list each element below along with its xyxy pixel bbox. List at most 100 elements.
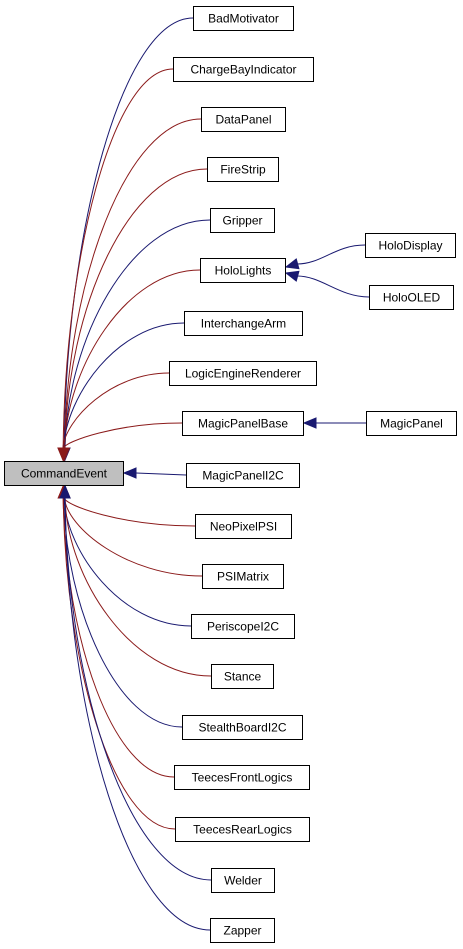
class-node-magic-panel[interactable]: MagicPanel — [366, 411, 457, 436]
edge-zapper-to-command-event — [59, 484, 211, 931]
edge-holo-display-to-holo-lights — [284, 244, 366, 270]
class-box — [207, 157, 279, 182]
class-label: Gripper — [222, 214, 262, 228]
edge-neo-pixel-psi-to-command-event — [58, 484, 196, 527]
arrowhead-icon — [284, 258, 300, 270]
edge-line — [63, 322, 185, 449]
edge-line — [63, 422, 183, 449]
class-node-holo-display[interactable]: HoloDisplay — [365, 233, 456, 258]
class-node-stealth-board-i2-c[interactable]: StealthBoardI2C — [182, 715, 303, 740]
class-node-psi-matrix[interactable]: PSIMatrix — [202, 564, 284, 589]
class-label: Stance — [224, 670, 262, 684]
class-label: HoloLights — [215, 264, 272, 278]
class-box — [210, 208, 275, 233]
class-label: ChargeBayIndicator — [190, 63, 296, 77]
edge-bad-motivator-to-command-event — [58, 17, 194, 462]
class-box — [211, 868, 275, 893]
edge-line — [62, 497, 176, 830]
class-node-holo-lights[interactable]: HoloLights — [200, 258, 286, 283]
edge-charge-bay-indicator-to-command-event — [57, 68, 174, 462]
edge-data-panel-to-command-event — [58, 118, 202, 462]
class-box — [182, 715, 303, 740]
class-node-gripper[interactable]: Gripper — [210, 208, 275, 233]
edge-line — [63, 497, 192, 627]
class-box — [210, 918, 275, 943]
class-label: TeecesRearLogics — [193, 823, 292, 837]
class-node-interchange-arm[interactable]: InterchangeArm — [184, 311, 303, 336]
arrowhead-icon — [122, 467, 137, 479]
class-label: HoloDisplay — [378, 239, 442, 253]
class-box — [366, 411, 457, 436]
class-label: DataPanel — [215, 113, 271, 127]
class-label: StealthBoardI2C — [198, 721, 286, 735]
class-node-magic-panel-i2-c[interactable]: MagicPanelI2C — [186, 463, 300, 488]
class-box — [191, 614, 295, 639]
edge-line — [64, 497, 211, 931]
class-node-periscope-i2-c[interactable]: PeriscopeI2C — [191, 614, 295, 639]
class-node-neo-pixel-psi[interactable]: NeoPixelPSI — [195, 514, 292, 539]
class-label: MagicPanelBase — [198, 417, 288, 431]
arrowhead-icon — [57, 447, 70, 462]
edge-magic-panel-base-to-command-event — [57, 422, 183, 462]
class-box — [202, 564, 284, 589]
class-node-command-event[interactable]: CommandEvent — [4, 461, 124, 486]
edge-line — [64, 118, 202, 449]
class-node-magic-panel-base[interactable]: MagicPanelBase — [182, 411, 304, 436]
class-box — [169, 361, 317, 386]
class-label: FireStrip — [220, 163, 266, 177]
class-box — [195, 514, 292, 539]
class-box — [186, 463, 300, 488]
edge-line — [64, 219, 211, 449]
class-label: LogicEngineRenderer — [185, 367, 301, 381]
class-box — [369, 285, 454, 310]
class-box — [173, 57, 314, 82]
edge-line — [64, 168, 208, 449]
edge-teeces-rear-logics-to-command-event — [57, 484, 176, 830]
class-node-teeces-front-logics[interactable]: TeecesFrontLogics — [174, 765, 310, 790]
class-node-holo-oled[interactable]: HoloOLED — [369, 285, 454, 310]
class-box — [211, 664, 274, 689]
arrowhead-icon — [284, 270, 300, 282]
edge-line — [62, 497, 175, 778]
arrowhead-icon — [59, 484, 71, 499]
edge-line — [135, 472, 187, 476]
edge-logic-engine-renderer-to-command-event — [57, 372, 170, 462]
edge-line — [63, 497, 183, 728]
class-node-stance[interactable]: Stance — [211, 664, 274, 689]
class-box — [174, 765, 310, 790]
class-label: TeecesFrontLogics — [192, 771, 293, 785]
class-box — [175, 817, 310, 842]
edge-line — [64, 497, 212, 677]
class-label: InterchangeArm — [201, 317, 286, 331]
class-node-charge-bay-indicator[interactable]: ChargeBayIndicator — [173, 57, 314, 82]
class-label: NeoPixelPSI — [210, 520, 277, 534]
class-label: MagicPanelI2C — [202, 469, 284, 483]
edge-magic-panel-to-magic-panel-base — [302, 417, 366, 429]
class-label: PSIMatrix — [217, 570, 269, 584]
edge-line — [62, 68, 174, 449]
edge-line — [62, 372, 170, 449]
class-node-data-panel[interactable]: DataPanel — [201, 107, 286, 132]
class-node-bad-motivator[interactable]: BadMotivator — [193, 6, 294, 31]
edge-line — [296, 275, 370, 298]
edge-magic-panel-i2-c-to-command-event — [122, 467, 187, 479]
class-node-teeces-rear-logics[interactable]: TeecesRearLogics — [175, 817, 310, 842]
class-box — [365, 233, 456, 258]
class-node-welder[interactable]: Welder — [211, 868, 275, 893]
edge-line — [63, 497, 196, 527]
class-node-fire-strip[interactable]: FireStrip — [207, 157, 279, 182]
class-label: CommandEvent — [21, 467, 108, 481]
edge-teeces-front-logics-to-command-event — [57, 484, 175, 778]
edges-layer — [57, 17, 370, 931]
class-node-zapper[interactable]: Zapper — [210, 918, 275, 943]
class-label: HoloOLED — [383, 291, 441, 305]
class-label: MagicPanel — [380, 417, 443, 431]
root-class-box — [4, 461, 124, 486]
arrowhead-icon — [302, 417, 317, 429]
class-box — [182, 411, 304, 436]
edge-line — [64, 497, 212, 881]
class-node-logic-engine-renderer[interactable]: LogicEngineRenderer — [169, 361, 317, 386]
edge-line — [63, 17, 194, 449]
class-label: Zapper — [223, 924, 261, 938]
